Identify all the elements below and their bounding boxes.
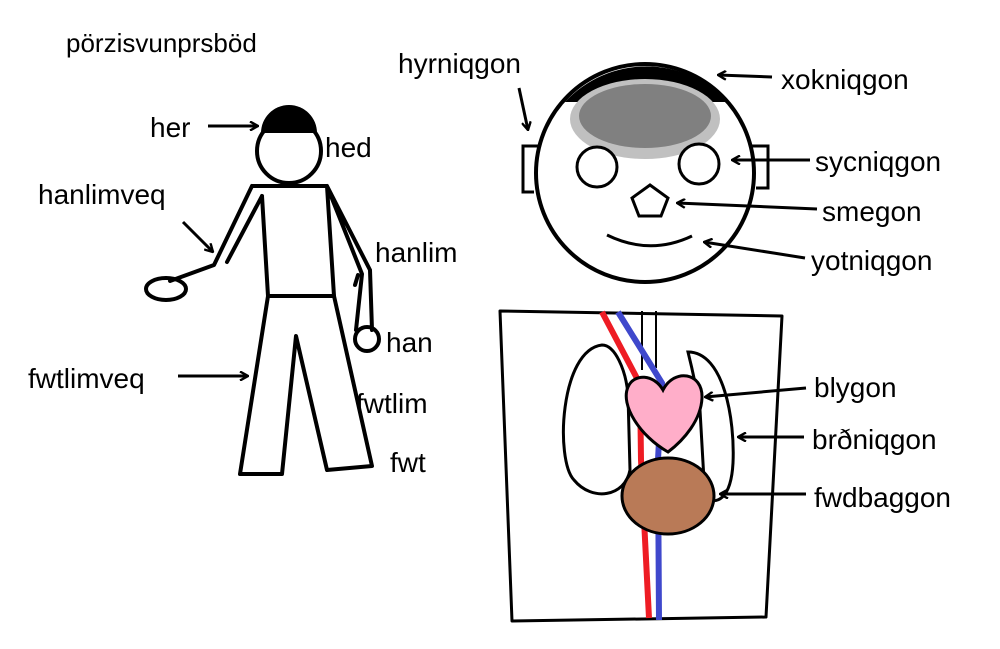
label-fwt: fwt — [390, 447, 426, 478]
figure-right-hand — [353, 325, 381, 353]
figure-head — [255, 117, 323, 185]
arrow-yotniqgon — [704, 242, 806, 260]
left-eye — [575, 145, 619, 189]
left-lung — [561, 343, 632, 496]
heart — [624, 374, 704, 454]
label-xokniqgon: xokniqgon — [781, 64, 909, 95]
label-sycniqgon: sycniqgon — [815, 146, 941, 177]
label-hed: hed — [325, 132, 372, 163]
arrow-xokniqgon — [718, 75, 773, 77]
torso-closeup — [498, 309, 784, 623]
label-smegon: smegon — [822, 196, 922, 227]
head-closeup — [521, 62, 770, 284]
mouth — [606, 233, 693, 248]
figure-left-hand — [144, 276, 188, 302]
arrow-hyrniqgon — [517, 87, 528, 130]
arrow-hanlimveq — [181, 220, 213, 252]
head-outline — [534, 62, 756, 284]
torso-outline — [498, 309, 784, 623]
label-hanlimveq: hanlimveq — [38, 179, 166, 210]
diagram-title: pörzisvunprsböd — [66, 28, 257, 58]
right-eye — [677, 142, 721, 186]
left-ear — [521, 144, 538, 194]
label-fwdbaggon: fwdbaggon — [814, 482, 951, 513]
stomach — [620, 456, 716, 536]
label-blygon: blygon — [814, 372, 897, 403]
label-yotniqgon: yotniqgon — [811, 245, 932, 276]
label-hyrniqgon: hyrniqgon — [398, 48, 521, 79]
label-her: her — [150, 112, 190, 143]
figure-legs — [238, 294, 374, 476]
label-fwtlimveq: fwtlimveq — [28, 363, 145, 394]
right-ear — [752, 144, 770, 190]
stick-figure — [144, 105, 381, 476]
label-brdniqgon: brðniqgon — [812, 424, 937, 455]
brain — [579, 84, 711, 148]
nose — [630, 183, 670, 218]
label-fwtlim: fwtlim — [356, 388, 428, 419]
arrow-smegon — [677, 203, 818, 211]
label-han: han — [386, 327, 433, 358]
arrow-blygon — [705, 386, 807, 397]
windpipe — [641, 311, 657, 370]
label-hanlim: hanlim — [375, 237, 457, 268]
figure-torso-arms — [168, 184, 374, 332]
